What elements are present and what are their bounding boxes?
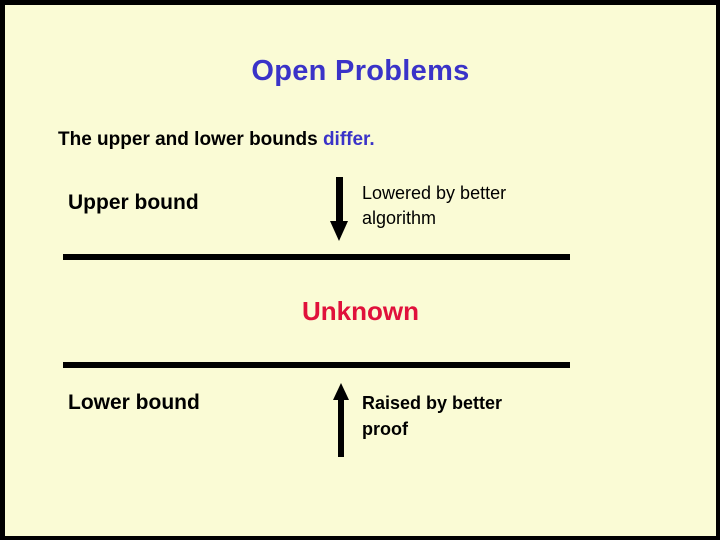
down-arrow-shaft <box>336 177 343 223</box>
divider-lower-rule <box>63 362 570 368</box>
subtitle-emphasis-text: differ. <box>322 129 375 150</box>
subtitle-plain-text: The upper and lower bounds <box>58 129 323 150</box>
down-arrow-head <box>330 221 348 241</box>
upper-bound-label: Upper bound <box>68 191 199 214</box>
lowered-note-line-2: algorithm <box>362 208 437 228</box>
page-title: Open Problems <box>251 55 470 87</box>
unknown-region-label: Unknown <box>302 296 419 326</box>
lower-bound-label: Lower bound <box>68 391 200 414</box>
up-arrow-shaft <box>338 398 344 457</box>
raised-note-line-2: proof <box>362 419 408 439</box>
raised-note-line-1: Raised by better <box>362 393 503 413</box>
subtitle-line: The upper and lower bounds differ. <box>58 129 375 151</box>
up-arrow-icon <box>330 383 352 457</box>
lowered-note-line-1: Lowered by better <box>362 183 507 203</box>
slide-canvas: Open Problems The upper and lower bounds… <box>5 5 716 536</box>
lowered-by-better-algorithm-note: Lowered by better algorithm <box>362 181 592 231</box>
divider-upper-rule <box>63 254 570 260</box>
down-arrow-icon <box>328 177 352 241</box>
raised-by-better-proof-note: Raised by better proof <box>362 390 592 442</box>
up-arrow-head <box>333 383 349 400</box>
